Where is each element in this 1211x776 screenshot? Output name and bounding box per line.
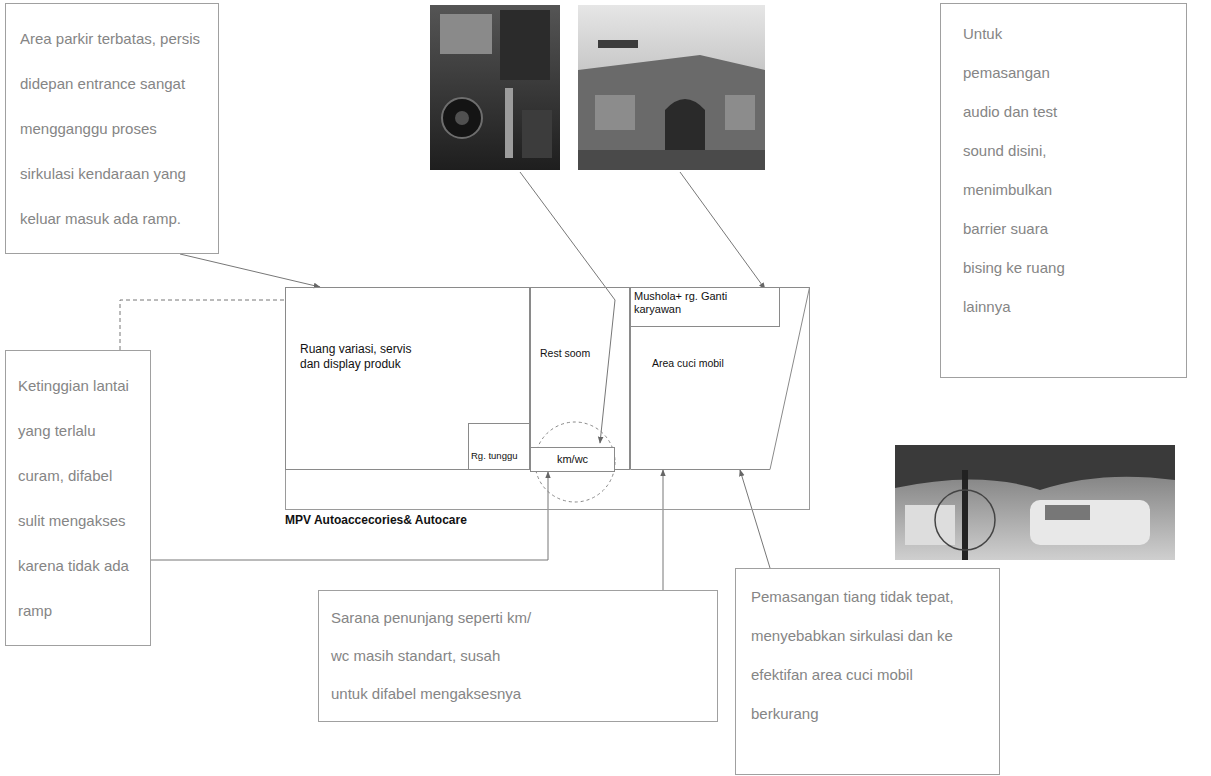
photo-trees [895,445,1175,490]
photo-sign [598,40,638,48]
photo-ground [430,5,560,170]
callout-text: Area parkir terbatas, persis didepan ent… [20,16,204,241]
room: Mushola+ rg. Ganti karyawan [630,287,780,327]
room: Area cuci mobil Mushola+ rg. Ganti karyaw… [630,287,810,470]
plan-title: MPV Autoaccecories& Autocare [285,513,467,527]
room: Rg. tunggu [468,423,530,470]
photo-car [1030,500,1150,545]
room: Ruang variasi, servis dan display produk… [285,287,530,470]
building-window [595,95,635,130]
building-window [725,95,755,130]
leader-line [520,172,615,443]
floor-plan: MPV Autoaccecories& AutocareRuang varias… [285,287,810,510]
photo-ground [895,445,1175,560]
photo-bar [505,88,513,158]
room-outline [631,288,810,470]
leader-arrow [663,470,664,590]
callout-box: Sarana penunjang seperti km/ wc masih st… [318,590,718,722]
site-photo [578,5,765,170]
photo-window [440,14,492,54]
photo-pole [962,470,968,560]
building-facade [578,55,765,170]
site-photo [430,5,560,170]
leader-arrow [180,254,320,287]
callout-text: Pemasangan tiang tidak tepat, menyebabka… [751,577,984,733]
room-label: Mushola+ rg. Ganti karyawan [634,290,734,316]
photo-ground [578,150,765,170]
speaker-symbol [455,111,469,125]
photo-box [522,110,552,158]
highlight-circle [935,490,995,550]
leader-arrow [120,300,285,350]
room: km/wc [530,447,615,472]
callout-box: Ketinggian lantai yang terlalu curam, di… [5,350,151,646]
photo-ground [578,5,765,170]
room-label: km/wc [557,453,588,466]
leader-arrow [151,472,548,560]
callout-text: Ketinggian lantai yang terlalu curam, di… [18,363,138,633]
photo-wall [905,505,955,545]
leader-line [680,172,765,289]
room-label: Rest soom [540,347,630,360]
photo-panel [500,10,550,80]
room: Rest soom km/wc [530,287,630,470]
room-label: Area cuci mobil [652,357,810,370]
callout-box: Untuk pemasangan audio dan test sound di… [940,3,1187,378]
photo-car-window [1045,505,1090,520]
speaker-symbol [442,98,482,138]
site-photo [895,445,1175,560]
leader-arrow [740,470,770,568]
callout-text: Untuk pemasangan audio dan test sound di… [963,14,1076,326]
room-label: Rg. tunggu [471,450,530,461]
callout-text: Sarana penunjang seperti km/ wc masih st… [331,599,539,713]
room-label: Ruang variasi, servis dan display produk [300,342,425,372]
callout-box: Pemasangan tiang tidak tepat, menyebabka… [735,568,1000,775]
callout-box: Area parkir terbatas, persis didepan ent… [5,3,219,254]
